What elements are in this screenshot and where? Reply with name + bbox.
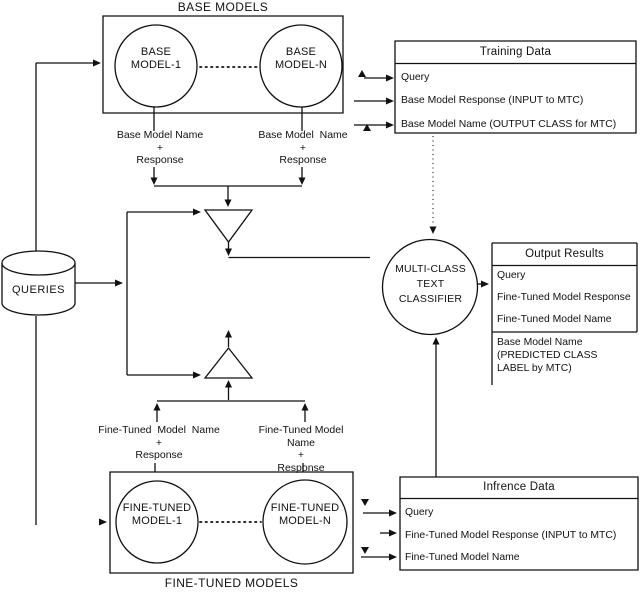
base-models-group — [103, 16, 343, 131]
fine-tuned-models-title: FINE-TUNED MODELS — [164, 576, 299, 590]
left-rail — [36, 59, 107, 526]
base-output-label-left: Base Model Name + Response — [116, 129, 204, 166]
middle-rail — [127, 208, 201, 379]
output-results-row: Query — [497, 270, 526, 281]
ft-model-n-node — [263, 480, 347, 564]
arrowhead-training-3 — [386, 121, 394, 129]
base-model-1-node — [115, 25, 197, 107]
arrowhead-into-output-table — [481, 280, 489, 288]
inference-data-row: Query — [405, 507, 434, 518]
arrowhead-training-2 — [386, 97, 394, 105]
base-merge — [150, 167, 371, 258]
ft-model-1-node — [116, 481, 198, 563]
training-data-row: Query — [401, 72, 430, 83]
arrowhead-into-down-triangle — [193, 208, 201, 216]
arrowhead-up-left — [153, 403, 161, 411]
arrowhead-down-tick-1 — [361, 499, 369, 506]
classifier-group — [383, 240, 489, 335]
arrowhead-into-classifier-bottom — [432, 337, 440, 345]
arrowhead-into-base-box — [93, 59, 101, 67]
base-output-label-right: Base Model Name + Response — [258, 129, 348, 166]
arrowhead-up-right — [301, 403, 309, 411]
training-table-box — [395, 41, 636, 133]
ft-output-label-right: Fine-Tuned Model Name + Response — [258, 424, 344, 474]
inference-data-row: Fine-Tuned Model Response (INPUT to MTC) — [405, 530, 617, 541]
training-to-classifier-link — [429, 136, 437, 234]
ft-model-1-label: FINE-TUNED MODEL-1 — [122, 502, 192, 527]
training-data-title: Training Data — [479, 46, 552, 58]
training-data-frame — [354, 41, 636, 133]
cylinder-body — [2, 263, 75, 315]
arrowhead-down-tick-2 — [361, 547, 369, 554]
arrowhead-inference-1 — [389, 509, 397, 517]
base-model-1-label: BASE MODEL-1 — [130, 46, 182, 71]
training-data-row: Base Model Name (OUTPUT CLASS for MTC) — [401, 119, 617, 130]
arrowhead-training-1 — [386, 74, 394, 82]
inference-table-box — [400, 477, 638, 570]
arrowhead-inference-3 — [389, 553, 397, 561]
output-results-row: Fine-Tuned Model Response — [497, 292, 631, 303]
arrowhead-down-right — [298, 177, 306, 185]
arrowhead-up-tick-1 — [358, 70, 366, 77]
ft-merge — [153, 330, 309, 481]
classifier-label: MULTI-CLASS TEXT CLASSIFIER — [395, 263, 466, 305]
arrowhead-up-tick-2 — [363, 124, 371, 131]
base-model-n-label: BASE MODEL-N — [274, 46, 328, 71]
up-triangle-merge — [205, 348, 252, 378]
arrowhead-into-up-triangle-base — [225, 380, 232, 388]
inference-to-classifier-link — [432, 337, 440, 477]
inference-data-frame — [361, 477, 638, 570]
output-results-row: Fine-Tuned Model Name — [497, 314, 612, 325]
arrowhead-queries-to-rail — [115, 279, 123, 287]
inference-data-title: Infrence Data — [483, 481, 555, 493]
ft-output-label-left: Fine-Tuned Model Name + Response — [98, 424, 220, 461]
output-results-predicted-cell: Base Model Name (PREDICTED CLASS LABEL b… — [497, 337, 598, 374]
queries-cylinder — [2, 251, 123, 315]
base-models-title: BASE MODELS — [177, 0, 269, 14]
down-triangle-merge — [205, 210, 252, 242]
output-results-frame — [492, 243, 637, 385]
arrowhead-up-triangle-out — [225, 330, 232, 338]
arrowhead-down-left — [150, 177, 158, 185]
arrowhead-into-up-triangle — [193, 371, 201, 379]
inference-data-row: Fine-Tuned Model Name — [405, 552, 520, 563]
arrowhead-into-ft-box — [99, 518, 107, 526]
arrowhead-into-triangle-top — [224, 199, 232, 207]
arrowhead-triangle-out — [225, 248, 232, 256]
output-results-title: Output Results — [525, 248, 604, 260]
fine-tuned-models-group — [110, 472, 353, 573]
cylinder-top — [2, 251, 75, 275]
ft-model-n-label: FINE-TUNED MODEL-N — [270, 502, 340, 527]
training-data-row: Base Model Response (INPUT to MTC) — [401, 95, 584, 106]
classifier-node — [383, 240, 478, 335]
base-model-n-node — [260, 25, 342, 107]
queries-label: QUERIES — [11, 284, 65, 296]
arrowhead-into-classifier-top — [429, 226, 437, 234]
arrowhead-inference-2 — [389, 529, 397, 537]
